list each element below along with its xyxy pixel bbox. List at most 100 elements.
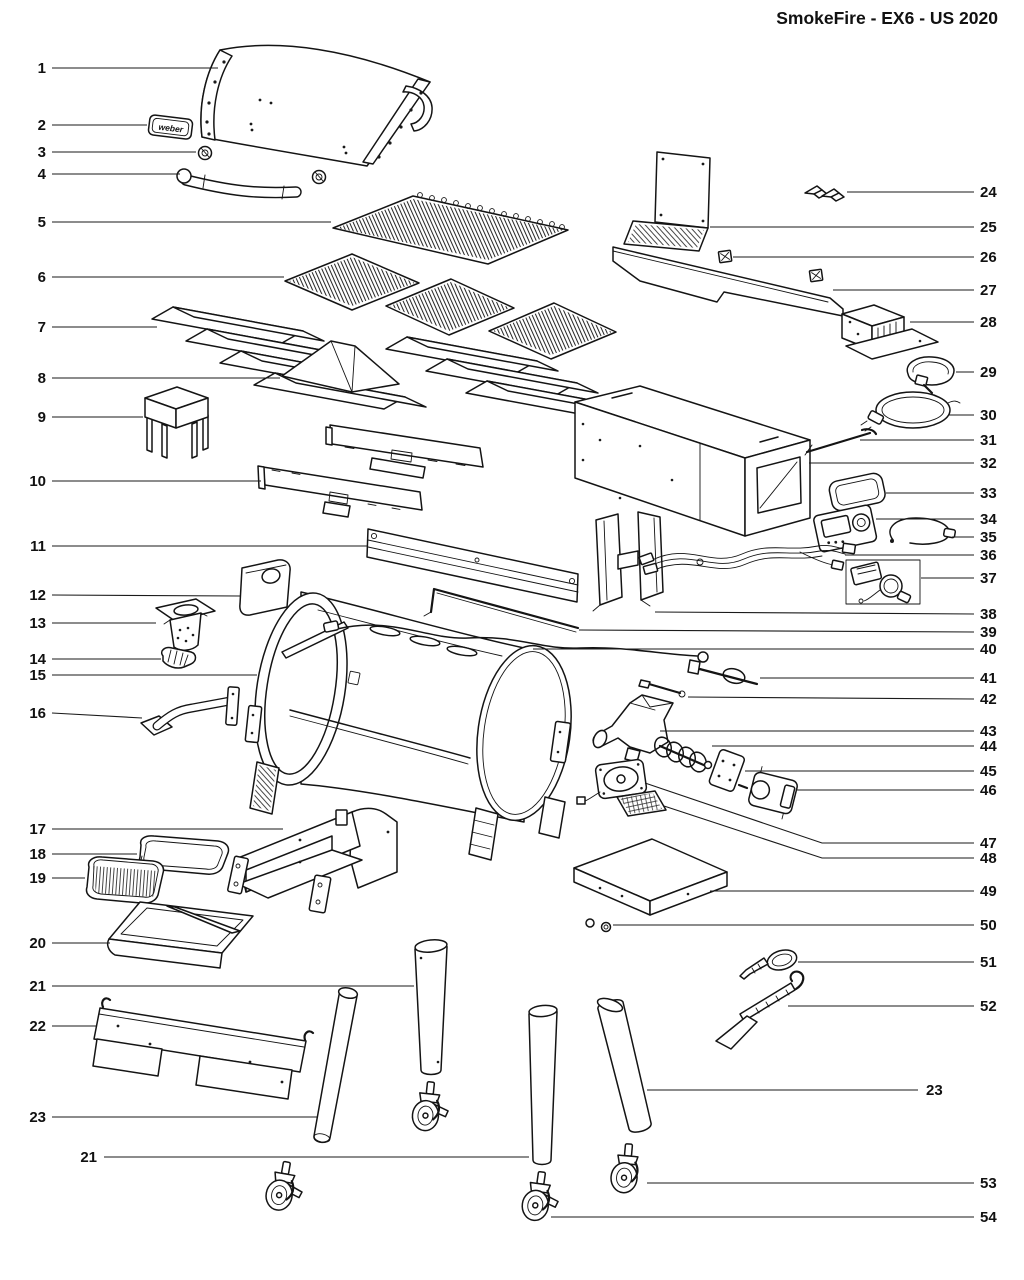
part-4-handle: [176, 168, 302, 200]
part-40-probe-cable: [322, 620, 709, 663]
part-number-23: 23: [29, 1109, 46, 1126]
part-38-pellet-chute: [592, 511, 664, 612]
part-15-cookbox-body: [244, 591, 572, 861]
part-39-probe-bracket: [423, 587, 580, 633]
part-13-burn-pot: [155, 598, 216, 651]
part-number-34: 34: [980, 511, 997, 528]
part-6-lower-grates: [284, 253, 617, 360]
callout-14: 14: [29, 651, 161, 668]
part-7-flavorizer-bars: [151, 306, 639, 418]
part-30-power-cord: [860, 391, 961, 432]
part-41-temp-probe: [687, 659, 759, 686]
part-number-21: 21: [29, 978, 46, 995]
callout-34: 34: [876, 511, 997, 528]
part-number-41: 41: [980, 670, 997, 687]
callout-33: 33: [886, 485, 997, 502]
part-number-16: 16: [29, 705, 46, 722]
part-36-wire-harness: [638, 542, 857, 575]
part-23-angled-legs: [313, 986, 652, 1144]
part-20-drip-pan: [106, 901, 254, 969]
callout-36: 36: [845, 547, 997, 564]
part-43-auger-housing: [592, 694, 674, 763]
leader-line-38: [654, 611, 975, 615]
part-14-igniter-bracket: [160, 646, 197, 669]
callout-42: 42: [687, 691, 997, 708]
callout-35: 35: [952, 529, 997, 546]
callout-43: 43: [660, 723, 997, 740]
callout-layer: 1234567891011121314151617181920212223212…: [29, 60, 997, 1226]
part-number-35: 35: [980, 529, 997, 546]
part-number-37: 37: [980, 570, 997, 587]
part-9-baffle-stand: [144, 386, 209, 459]
part-number-22: 22: [29, 1018, 46, 1035]
part-number-3: 3: [38, 144, 46, 161]
callout-6: 6: [38, 269, 284, 286]
part-number-23: 23: [926, 1082, 943, 1099]
part-37-kit-box: [845, 559, 921, 605]
part-number-10: 10: [29, 473, 46, 490]
leader-line-47: [644, 782, 974, 844]
part-number-49: 49: [980, 883, 997, 900]
part-number-11: 11: [30, 538, 46, 555]
part-number-13: 13: [29, 615, 46, 632]
part-number-51: 51: [980, 954, 997, 971]
callout-18: 18: [29, 846, 137, 863]
part-number-39: 39: [980, 624, 997, 641]
callout-39: 39: [578, 624, 997, 641]
callout-13: 13: [29, 615, 156, 632]
part-number-24: 24: [980, 184, 997, 201]
callout-10: 10: [29, 473, 261, 490]
callout-38: 38: [654, 606, 997, 623]
part-24-clips: [804, 185, 845, 202]
callout-5: 5: [38, 214, 331, 231]
leader-line-12: [51, 594, 241, 597]
part-number-38: 38: [980, 606, 997, 623]
part-33-bezel: [828, 472, 886, 512]
part-number-25: 25: [980, 219, 997, 236]
part-number-1: 1: [38, 60, 46, 77]
callout-28: 28: [910, 314, 997, 331]
part-number-12: 12: [29, 587, 46, 604]
part-number-20: 20: [29, 935, 46, 952]
callout-23: 23: [29, 1109, 317, 1126]
callout-15: 15: [29, 667, 257, 684]
part-number-27: 27: [980, 282, 997, 299]
part-number-30: 30: [980, 407, 997, 424]
part-50-grommets: [585, 918, 612, 933]
callout-37: 37: [921, 570, 997, 587]
callout-52: 52: [788, 998, 997, 1015]
part-22-front-panel: [92, 997, 315, 1100]
callout-30: 30: [948, 407, 997, 424]
part-27-shelf-board: [612, 246, 844, 317]
part-11-rail: [366, 528, 579, 603]
callout-40: 40: [533, 641, 997, 658]
callout-41: 41: [760, 670, 997, 687]
part-5-upper-grate: [332, 192, 569, 265]
part-19-mesh-basket: [85, 856, 165, 904]
badge-text: weber: [158, 122, 184, 135]
part-number-44: 44: [980, 738, 997, 755]
part-number-46: 46: [980, 782, 997, 799]
callout-29: 29: [956, 364, 997, 381]
callout-20: 20: [29, 935, 110, 952]
callout-21: 21: [29, 978, 414, 995]
part-number-4: 4: [38, 166, 47, 183]
part-28-control-module: [841, 304, 939, 360]
part-number-31: 31: [980, 432, 997, 449]
part-number-9: 9: [38, 409, 46, 426]
part-number-15: 15: [29, 667, 46, 684]
callout-53: 53: [647, 1175, 997, 1192]
part-number-53: 53: [980, 1175, 997, 1192]
callout-2: 2: [38, 117, 147, 134]
callout-47: 47: [644, 782, 997, 852]
part-21-legs: [414, 939, 558, 1166]
callout-50: 50: [613, 917, 997, 934]
part-number-42: 42: [980, 691, 997, 708]
part-48-glow-plug-grid: [616, 790, 667, 817]
part-number-17: 17: [29, 821, 46, 838]
part-number-48: 48: [980, 850, 997, 867]
callout-48: 48: [663, 805, 997, 867]
callout-9: 9: [38, 409, 143, 426]
part-31-tool-pin: [804, 428, 878, 456]
